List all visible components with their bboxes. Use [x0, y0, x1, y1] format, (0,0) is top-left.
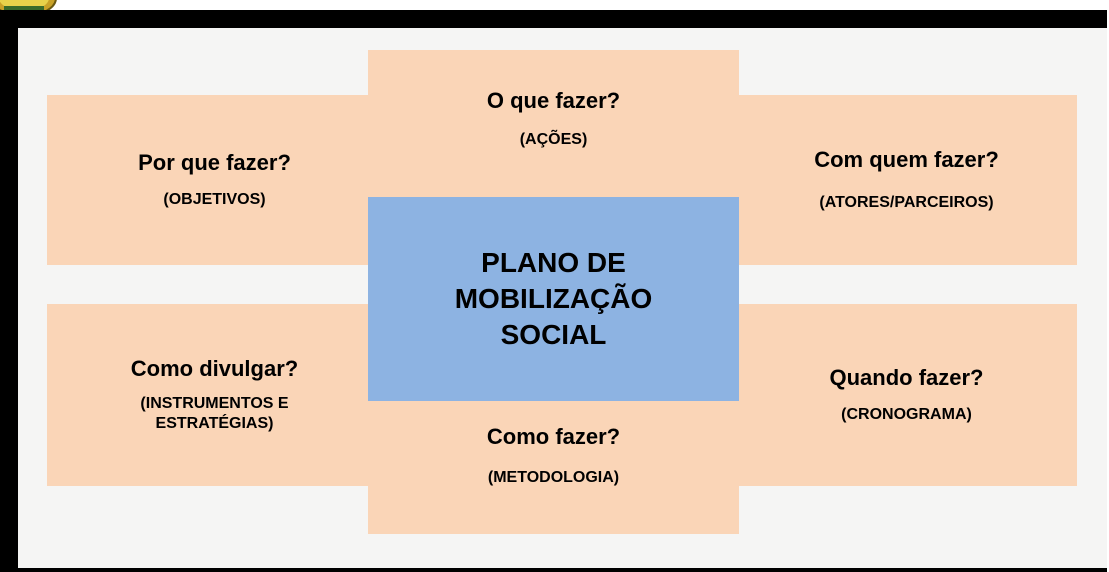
center-title: PLANO DE MOBILIZAÇÃO SOCIAL — [454, 247, 653, 350]
box-o-que-fazer: O que fazer? (AÇÕES) — [368, 50, 739, 198]
question-label: Quando fazer? — [829, 365, 984, 390]
box-com-quem-fazer: Com quem fazer? (ATORES/PARCEIROS) — [736, 95, 1077, 265]
box-como-divulgar: Como divulgar? (INSTRUMENTOS E ESTRATÉGI… — [47, 304, 382, 486]
sub-label: (AÇÕES) — [519, 131, 588, 148]
question-label: Por que fazer? — [138, 150, 291, 175]
box-como-fazer: Como fazer? (METODOLOGIA) — [368, 398, 739, 534]
sub-label: (INSTRUMENTOS E ESTRATÉGIAS) — [140, 395, 289, 432]
sub-label: (ATORES/PARCEIROS) — [819, 194, 994, 211]
question-label: Como divulgar? — [130, 356, 299, 381]
box-por-que-fazer: Por que fazer? (OBJETIVOS) — [47, 95, 382, 265]
question-label: Com quem fazer? — [814, 147, 999, 172]
question-label: Como fazer? — [486, 424, 621, 449]
sub-label: (METODOLOGIA) — [487, 469, 620, 486]
box-quando-fazer: Quando fazer? (CRONOGRAMA) — [736, 304, 1077, 486]
sub-label: (OBJETIVOS) — [163, 191, 266, 208]
question-label: O que fazer? — [486, 88, 621, 113]
sub-label: (CRONOGRAMA) — [841, 406, 972, 423]
center-box-plano: PLANO DE MOBILIZAÇÃO SOCIAL — [368, 197, 739, 401]
diagram-panel: Por que fazer? (OBJETIVOS) Com quem faze… — [18, 28, 1107, 568]
